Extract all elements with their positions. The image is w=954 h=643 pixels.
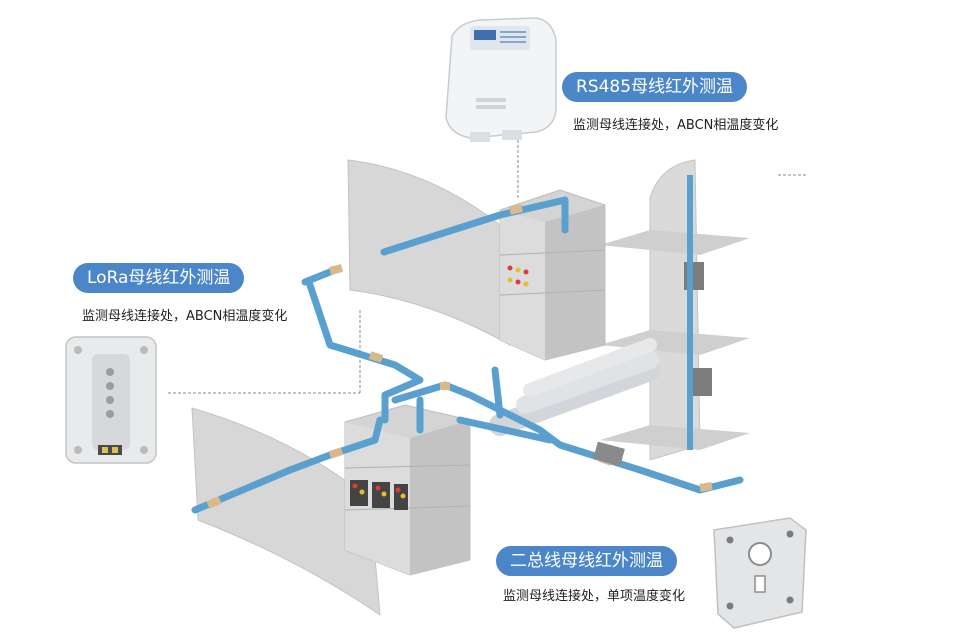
wall-panel-upper: [347, 159, 511, 346]
switchgear-cabinet-lower: [344, 404, 471, 576]
two-wire-sensor-device: [713, 517, 807, 629]
callout-title-two-wire: 二总线母线红外测温: [496, 546, 677, 576]
vertical-support-column: [600, 159, 750, 461]
switchgear-cabinet-upper: [499, 189, 606, 361]
callout-desc-rs485: 监测母线连接处，ABCN相温度变化: [573, 118, 779, 133]
callout-desc-lora: 监测母线连接处，ABCN相温度变化: [82, 309, 288, 324]
wall-panel-lower: [191, 407, 381, 617]
rs485-sensor-device: [445, 17, 557, 142]
callout-title-lora: LoRa母线红外测温: [73, 263, 245, 293]
lora-sensor-device: [65, 336, 157, 464]
callout-desc-two-wire: 监测母线连接处，单项温度变化: [503, 589, 686, 604]
cable-pipes: [489, 338, 661, 436]
bus-sensor-module: [593, 441, 625, 467]
callout-title-rs485: RS485母线红外测温: [562, 72, 748, 102]
